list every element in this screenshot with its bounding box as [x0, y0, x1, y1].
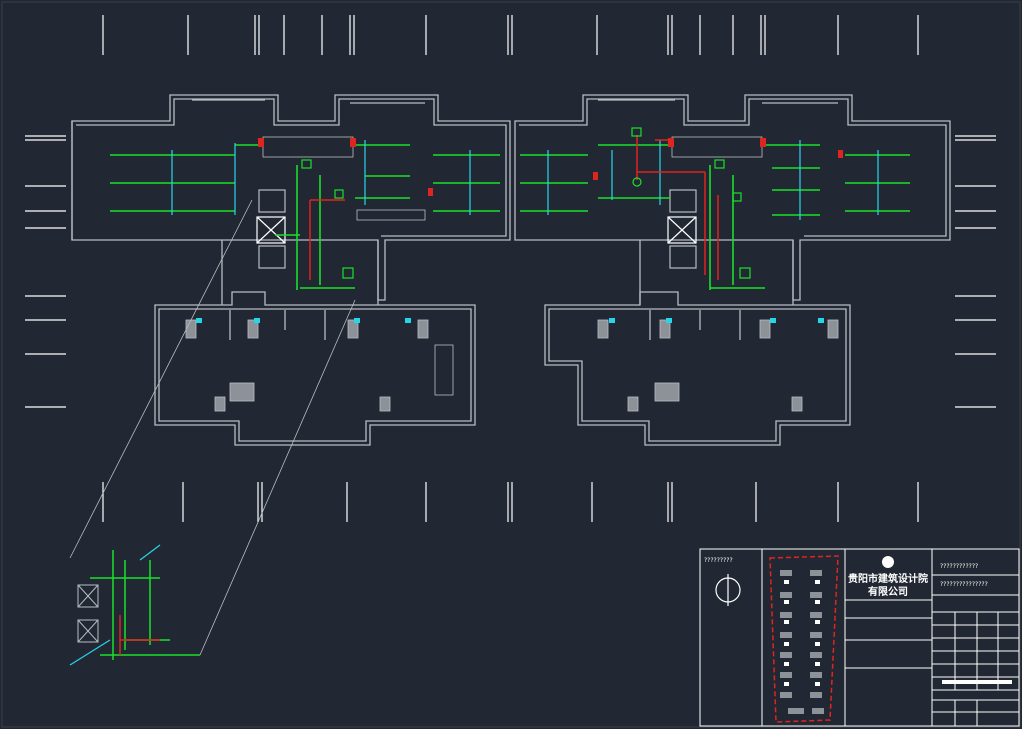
pipe-risers-left — [171, 140, 549, 215]
green-junctions — [301, 127, 751, 279]
title-block-bar — [942, 680, 1012, 684]
key-plan — [769, 555, 839, 723]
side-axis-ticks — [25, 135, 996, 408]
cyan-markers — [196, 318, 824, 323]
red-pipes — [309, 135, 719, 280]
riser-isometric-detail — [69, 544, 200, 666]
bottom-axis-ticks — [102, 482, 919, 522]
project-name-line2: ??????????????? — [940, 581, 988, 588]
pipe-risers-right — [611, 140, 879, 220]
project-name-line1: ???????????? — [940, 563, 978, 570]
leader-lines — [69, 199, 356, 656]
red-valves — [258, 138, 843, 196]
north-compass-icon — [715, 574, 741, 606]
company-name-line2: 有限公司 — [868, 585, 908, 598]
company-logo-icon — [882, 556, 894, 568]
building-walls — [71, 94, 951, 446]
pipe-branches-right — [598, 144, 910, 290]
top-axis-ticks — [102, 15, 919, 55]
company-name-line1: 贵阳市建筑设计院 — [848, 572, 928, 585]
compass-label: ????????? — [704, 557, 733, 564]
title-block — [699, 548, 1020, 727]
pipe-branches-left — [110, 144, 588, 290]
elevator-shafts — [256, 189, 697, 269]
